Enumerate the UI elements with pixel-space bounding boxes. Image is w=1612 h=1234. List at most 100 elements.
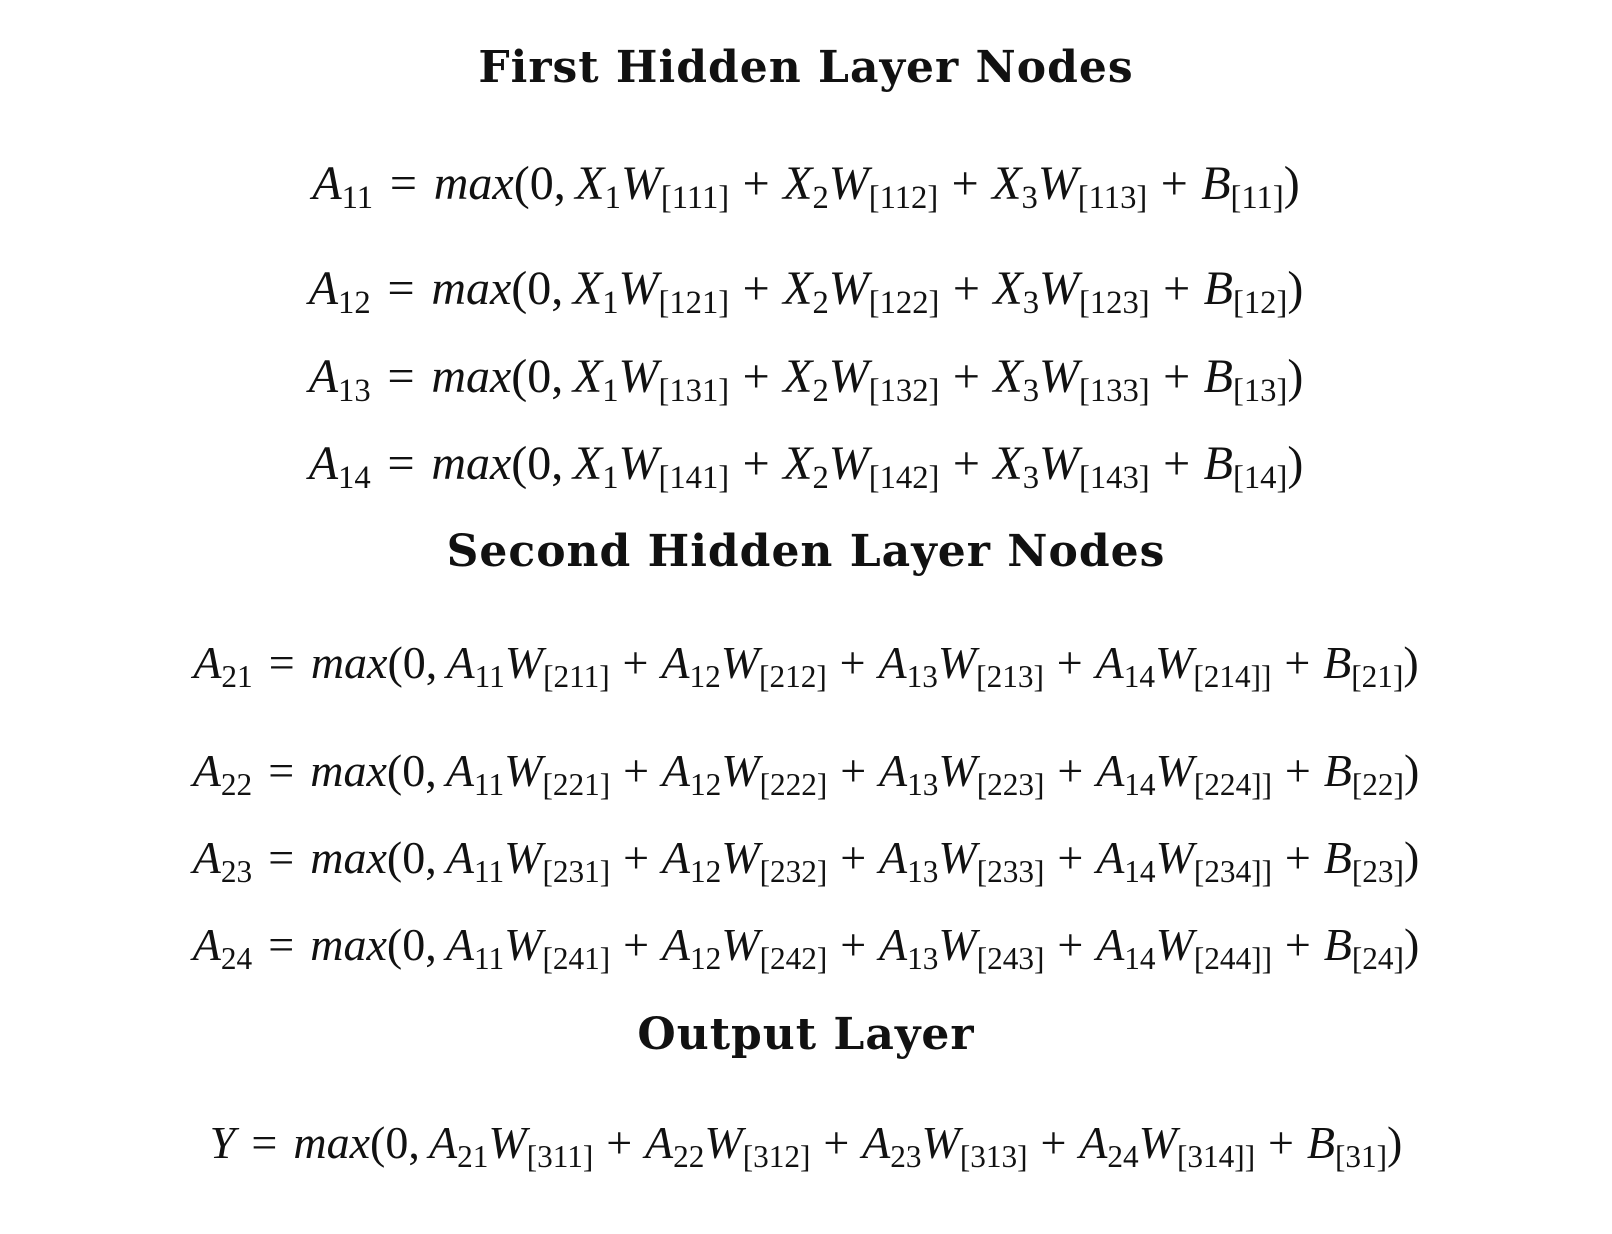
plus-sign: + — [606, 1117, 633, 1168]
weight-var-symbol: W — [504, 745, 543, 796]
weight-var-symbol: W — [721, 832, 760, 883]
input-var-symbol: X — [783, 437, 813, 490]
weight-var-symbol: W — [921, 1117, 960, 1168]
input-var-subscript: 1 — [604, 180, 621, 217]
input-var: X3 — [993, 437, 1039, 495]
weight-var-subscript: [241] — [542, 940, 611, 976]
weight-var: W[133] — [1039, 350, 1150, 408]
plus-sign: + — [1284, 832, 1311, 883]
max-function: max — [310, 832, 387, 883]
weight-var-symbol: W — [504, 919, 543, 970]
weighted-term: A14W[224]] — [1096, 745, 1272, 800]
input-var-symbol: A — [429, 1117, 458, 1168]
lhs-symbol: A — [192, 919, 221, 970]
weight-var-symbol: W — [721, 919, 760, 970]
input-var-symbol: A — [645, 1117, 674, 1168]
input-var: A12 — [662, 745, 721, 800]
plus-sign: + — [952, 437, 980, 490]
input-var: A12 — [662, 919, 721, 974]
input-var-symbol: X — [572, 262, 603, 315]
weight-var: W[241] — [504, 919, 610, 974]
plus-sign: + — [1163, 262, 1191, 315]
weight-var-symbol: W — [938, 919, 977, 970]
weight-var-subscript: [111] — [660, 180, 730, 217]
input-var: X1 — [575, 157, 621, 215]
equation-output-y: Y=max(0, A21W[311]+A22W[312]+A23W[313]+A… — [0, 1117, 1612, 1172]
lhs-symbol: A — [193, 637, 222, 688]
max-function: max — [431, 262, 512, 315]
weight-var: W[312] — [704, 1117, 810, 1172]
weighted-term: X1W[111] — [575, 157, 729, 215]
input-var-subscript: 11 — [474, 658, 505, 694]
weight-var: W[132] — [828, 350, 940, 408]
open-paren: (0, — [511, 350, 564, 403]
lhs: A22 — [193, 745, 252, 800]
weight-var-subscript: [113] — [1077, 180, 1148, 217]
weight-var: W[211] — [505, 637, 610, 692]
lhs-symbol: A — [308, 350, 339, 403]
input-var: X2 — [783, 437, 829, 495]
weight-var-subscript: [244]] — [1193, 940, 1273, 976]
weight-var-symbol: W — [1138, 1117, 1177, 1168]
max-function: max — [433, 157, 514, 210]
weight-var-subscript: [143] — [1079, 460, 1150, 497]
input-var: A14 — [1096, 832, 1155, 887]
input-var-symbol: A — [445, 832, 475, 883]
plus-sign: + — [952, 350, 980, 403]
weight-var: W[143] — [1039, 437, 1150, 495]
weight-var-symbol: W — [828, 350, 869, 403]
weighted-term: A14W[234]] — [1096, 832, 1272, 887]
weight-var-subscript: [142] — [868, 460, 940, 497]
weight-var: W[224]] — [1156, 745, 1272, 800]
lhs: A23 — [192, 832, 252, 887]
weight-var-subscript: [132] — [868, 373, 940, 410]
equals-sign: = — [389, 157, 417, 210]
plus-sign: + — [1163, 437, 1191, 490]
bias-term-subscript: [31] — [1334, 1138, 1388, 1174]
weighted-term: A13W[223] — [879, 745, 1044, 800]
weight-var: W[234]] — [1156, 832, 1272, 887]
weight-var-subscript: [314]] — [1177, 1138, 1256, 1174]
equals-sign: = — [387, 437, 415, 490]
input-var-symbol: A — [1096, 919, 1125, 970]
plus-sign: + — [1057, 745, 1084, 796]
input-var: A14 — [1096, 745, 1155, 800]
weight-var-subscript: [224]] — [1193, 766, 1273, 802]
weight-var-subscript: [233] — [976, 853, 1045, 889]
input-var: A13 — [879, 832, 938, 887]
weighted-term: X3W[133] — [993, 350, 1150, 408]
input-var-symbol: X — [572, 437, 603, 490]
weight-var: W[142] — [829, 437, 940, 495]
weighted-term: A14W[214]] — [1096, 637, 1272, 692]
close-paren: ) — [1403, 919, 1420, 970]
input-var: X1 — [573, 350, 619, 408]
lhs-subscript: 21 — [221, 658, 253, 694]
weight-var: W[214]] — [1155, 637, 1271, 692]
input-var-subscript: 2 — [812, 460, 829, 497]
weighted-term: A22W[312] — [645, 1117, 810, 1172]
weighted-term: X1W[121] — [572, 262, 729, 320]
close-paren: ) — [1287, 350, 1304, 403]
max-function: max — [431, 437, 512, 490]
input-var: X3 — [993, 262, 1039, 320]
input-var-subscript: 13 — [907, 766, 939, 802]
input-var-symbol: X — [992, 157, 1022, 210]
plus-sign: + — [742, 350, 770, 403]
weight-var: W[141] — [619, 437, 730, 495]
input-var-symbol: A — [862, 1117, 891, 1168]
input-var-subscript: 2 — [812, 180, 829, 217]
weighted-term: A11W[241] — [446, 919, 610, 974]
weight-var-symbol: W — [1155, 919, 1194, 970]
weight-var: W[314]] — [1138, 1117, 1255, 1172]
bias-term-symbol: B — [1201, 157, 1231, 210]
input-var-subscript: 22 — [673, 1138, 705, 1174]
bias-term: B[24] — [1324, 919, 1404, 974]
lhs: A21 — [193, 637, 252, 692]
weight-var: W[243] — [938, 919, 1044, 974]
close-paren: ) — [1287, 437, 1304, 490]
lhs-symbol: A — [192, 832, 221, 883]
lhs-subscript: 23 — [220, 853, 253, 889]
weight-var: W[222] — [721, 745, 827, 800]
weighted-term: X2W[142] — [783, 437, 940, 495]
weighted-term: X1W[141] — [572, 437, 730, 495]
